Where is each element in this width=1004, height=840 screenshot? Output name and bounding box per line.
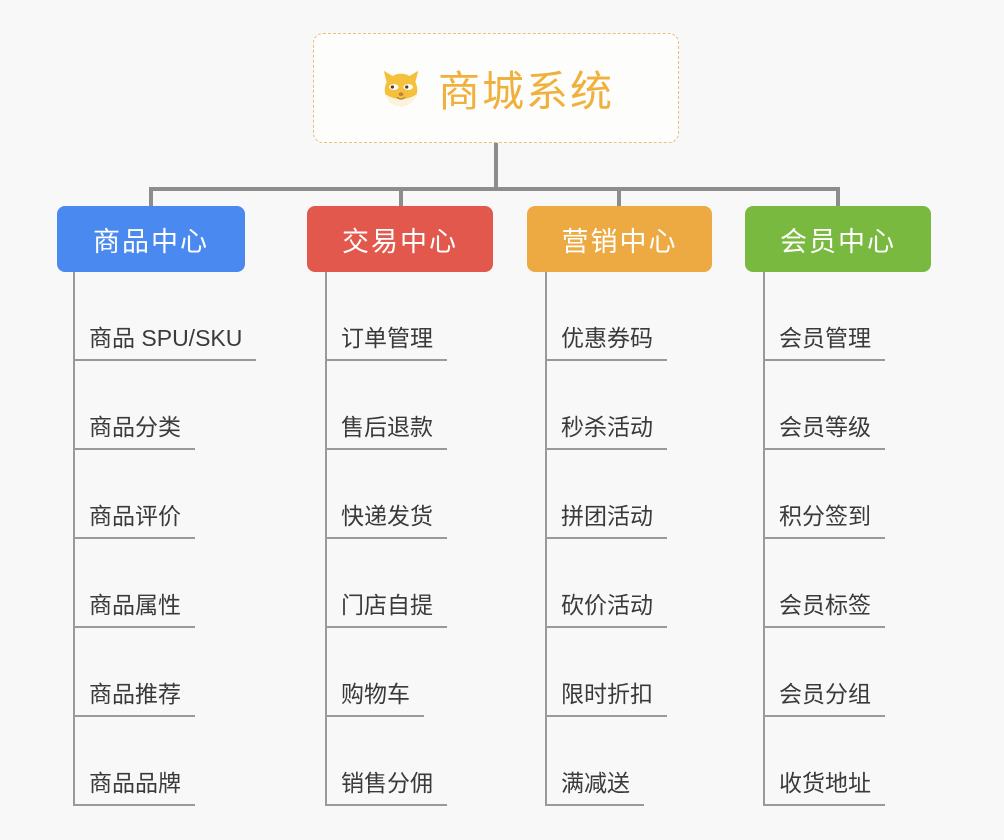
leaf-item-label: 商品品牌 [89, 770, 181, 796]
leaf-item[interactable]: 会员管理 [765, 272, 885, 361]
leaf-item-label: 会员标签 [779, 592, 871, 618]
branch-spine [763, 272, 765, 806]
leaf-item[interactable]: 满减送 [547, 717, 644, 806]
leaf-item[interactable]: 商品属性 [75, 539, 195, 628]
leaf-item-label: 限时折扣 [561, 681, 653, 707]
leaf-item-label: 收货地址 [779, 770, 871, 796]
leaf-item-label: 会员管理 [779, 325, 871, 351]
connector-drop-4 [836, 187, 840, 208]
category-box-2[interactable]: 交易中心 [307, 206, 493, 272]
leaf-item-label: 优惠券码 [561, 325, 653, 351]
leaf-item[interactable]: 商品 SPU/SKU [75, 272, 257, 361]
category-box-3[interactable]: 营销中心 [527, 206, 712, 272]
connector-horizontal-bus [149, 187, 840, 191]
branch-spine [545, 272, 547, 806]
leaf-item[interactable]: 购物车 [327, 628, 424, 717]
leaf-item-label: 商品推荐 [89, 681, 181, 707]
connector-drop-3 [617, 187, 621, 208]
leaf-item[interactable]: 商品分类 [75, 361, 195, 450]
leaf-item-label: 积分签到 [779, 503, 871, 529]
leaf-item[interactable]: 商品品牌 [75, 717, 195, 806]
leaf-item-label: 购物车 [341, 681, 410, 707]
leaf-item[interactable]: 门店自提 [327, 539, 447, 628]
leaf-item[interactable]: 商品推荐 [75, 628, 195, 717]
category-label: 交易中心 [342, 226, 458, 257]
leaf-item-label: 拼团活动 [561, 503, 653, 529]
leaf-item-label: 商品 SPU/SKU [89, 325, 243, 351]
leaf-item-label: 满减送 [561, 770, 630, 796]
branch-spine [325, 272, 327, 806]
shiba-dog-face-icon [378, 65, 424, 111]
leaf-item[interactable]: 销售分佣 [327, 717, 447, 806]
leaf-item[interactable]: 秒杀活动 [547, 361, 667, 450]
leaf-item-label: 会员分组 [779, 681, 871, 707]
connector-root-stem [494, 143, 498, 189]
leaf-item-label: 秒杀活动 [561, 414, 653, 440]
category-label: 商品中心 [93, 226, 209, 257]
leaf-item-label: 商品分类 [89, 414, 181, 440]
leaf-item[interactable]: 拼团活动 [547, 450, 667, 539]
leaf-item-label: 快递发货 [341, 503, 433, 529]
connector-drop-2 [399, 187, 403, 208]
category-label: 会员中心 [780, 226, 896, 257]
leaf-item-label: 销售分佣 [341, 770, 433, 796]
leaf-item-label: 售后退款 [341, 414, 433, 440]
category-box-4[interactable]: 会员中心 [745, 206, 931, 272]
leaf-item-label: 商品属性 [89, 592, 181, 618]
connector-drop-1 [149, 187, 153, 208]
root-node[interactable]: 商城系统 [313, 33, 679, 143]
category-box-1[interactable]: 商品中心 [57, 206, 245, 272]
leaf-item-label: 砍价活动 [561, 592, 653, 618]
leaf-item[interactable]: 商品评价 [75, 450, 195, 539]
leaf-item[interactable]: 限时折扣 [547, 628, 667, 717]
leaf-item-label: 订单管理 [341, 325, 433, 351]
category-label: 营销中心 [561, 226, 678, 257]
leaf-item[interactable]: 快递发货 [327, 450, 447, 539]
leaf-item[interactable]: 优惠券码 [547, 272, 667, 361]
leaf-item[interactable]: 积分签到 [765, 450, 885, 539]
branch-spine [73, 272, 75, 806]
leaf-item-label: 会员等级 [779, 414, 871, 440]
leaf-item[interactable]: 收货地址 [765, 717, 885, 806]
leaf-item[interactable]: 订单管理 [327, 272, 447, 361]
leaf-item[interactable]: 会员标签 [765, 539, 885, 628]
root-title: 商城系统 [437, 67, 614, 115]
leaf-item-label: 商品评价 [89, 503, 181, 529]
leaf-item[interactable]: 售后退款 [327, 361, 447, 450]
leaf-item[interactable]: 砍价活动 [547, 539, 667, 628]
leaf-item[interactable]: 会员等级 [765, 361, 885, 450]
leaf-item[interactable]: 会员分组 [765, 628, 885, 717]
leaf-item-label: 门店自提 [341, 592, 433, 618]
